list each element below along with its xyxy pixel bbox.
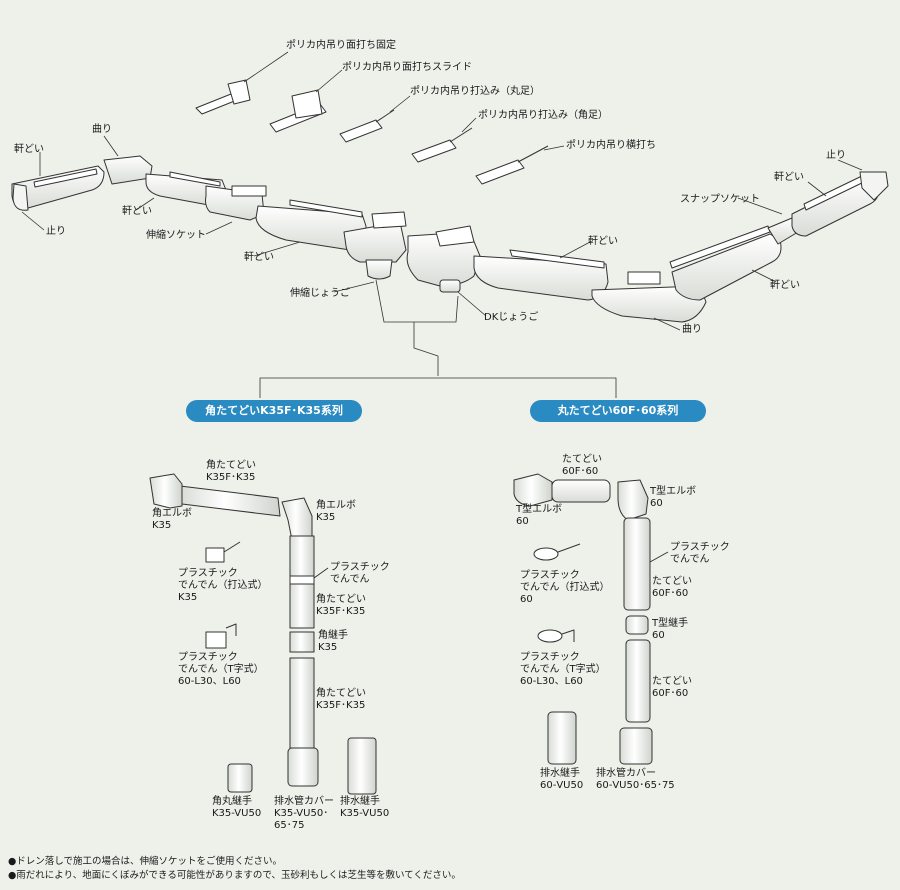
- label-square-round-joint: 角丸継手 K35-VU50: [212, 796, 262, 819]
- expansion-outlet: [343, 211, 407, 280]
- round-clamp-drive: [533, 543, 581, 561]
- label-square-pipe-low: 角たてどい K35F･K35: [316, 688, 366, 711]
- label-round-clamp-t: プラスチック でんでん（T字式） 60-L30、L60: [520, 652, 606, 687]
- label-square-pipe-top: 角たてどい K35F･K35: [206, 460, 256, 483]
- label-hanger-square: ポリカ内吊り打込み（角足）: [478, 110, 608, 121]
- label-square-joint: 角継手 K35: [318, 630, 348, 653]
- label-square-elbow-left: 角エルボ K35: [152, 508, 192, 531]
- label-round-clamp-plastic: プラスチック でんでん: [670, 542, 730, 565]
- hanger-fixed: [195, 79, 251, 115]
- series-badge-square: 角たてどいK35F･K35系列: [186, 400, 362, 422]
- label-square-clamp-t: プラスチック でんでん（T字式） 60-L30、L60: [178, 652, 264, 687]
- label-bend-left: 曲り: [92, 124, 112, 135]
- square-round-joint: [227, 763, 253, 793]
- round-elbow-right: [617, 479, 649, 521]
- dk-outlet: [406, 225, 481, 293]
- label-hanger-round: ポリカ内吊り打込み（丸足）: [410, 86, 540, 97]
- square-elbow-right: [281, 497, 313, 541]
- square-pipe-top: [179, 485, 281, 517]
- label-hanger-slide: ポリカ内吊り面打ちスライド: [342, 62, 472, 73]
- label-round-drain-cover: 排水管カバー 60-VU50･65･75: [596, 768, 675, 791]
- label-round-clamp-drive: プラスチック でんでん（打込式） 60: [520, 570, 610, 605]
- square-pipe-mid: [289, 535, 315, 629]
- label-square-clamp-drive: プラスチック でんでん（打込式） K35: [178, 568, 268, 603]
- round-drain-cover: [619, 727, 653, 765]
- label-square-clamp-plastic: プラスチック でんでん: [330, 562, 390, 585]
- square-elbow-left: [149, 473, 183, 509]
- label-square-elbow-right: 角エルボ K35: [316, 500, 356, 523]
- label-square-pipe-mid: 角たてどい K35F･K35: [316, 594, 366, 617]
- square-clamp-drive: [205, 541, 241, 563]
- label-snap-socket: スナップソケット: [680, 194, 760, 205]
- gutter-section-center-left: [255, 199, 367, 251]
- label-bend-right: 曲り: [682, 324, 702, 335]
- label-round-joint: T型継手 60: [652, 618, 689, 641]
- square-drain-joint: [347, 737, 377, 795]
- hanger-side-nail: [475, 145, 549, 185]
- round-elbow-left: [513, 473, 553, 507]
- round-drain-joint: [547, 711, 577, 765]
- label-round-elbow-left: T型エルボ 60: [516, 504, 563, 527]
- label-expansion-socket: 伸縮ソケット: [146, 230, 206, 241]
- square-clamp-t: [205, 623, 237, 649]
- square-clamp-plastic: [313, 567, 329, 579]
- label-gutter-far-left: 軒どい: [14, 144, 44, 155]
- label-round-pipe-top: たてどい 60F･60: [562, 454, 602, 477]
- label-expansion-outlet: 伸縮じょうご: [290, 288, 350, 299]
- stop-end-left: [12, 183, 29, 211]
- series-badge-round: 丸たてどい60F･60系列: [530, 400, 706, 422]
- label-square-drain-cover: 排水管カバー K35-VU50･ 65･75: [274, 796, 334, 831]
- round-clamp-plastic: [649, 551, 669, 563]
- note-ground-dent: ●雨だれにより、地面にくぼみができる可能性がありますので、玉砂利もしくは芝生等を…: [8, 870, 461, 881]
- label-gutter-center-right: 軒どい: [588, 236, 618, 247]
- label-gutter-center-left: 軒どい: [244, 252, 274, 263]
- gutter-section-center-right: [473, 249, 609, 301]
- label-stop-left: 止り: [46, 226, 66, 237]
- label-square-drain-joint: 排水継手 K35-VU50: [340, 796, 390, 819]
- label-round-drain-joint: 排水継手 60-VU50: [540, 768, 584, 791]
- square-drain-cover: [287, 747, 319, 787]
- label-hanger-fixed: ポリカ内吊り面打ち固定: [286, 40, 396, 51]
- label-round-pipe-low: たてどい 60F･60: [652, 676, 692, 699]
- label-dk-outlet: DKじょうご: [484, 312, 539, 323]
- square-pipe-low: [289, 657, 315, 749]
- label-round-pipe-mid: たてどい 60F･60: [652, 576, 692, 599]
- label-gutter-right-upper: 軒どい: [774, 172, 804, 183]
- label-hanger-side: ポリカ内吊り横打ち: [566, 140, 656, 151]
- round-pipe-mid: [623, 517, 651, 611]
- bend-left: [103, 155, 153, 185]
- round-joint: [625, 615, 649, 635]
- label-round-elbow-right: T型エルボ 60: [650, 486, 697, 509]
- hanger-square-leg: [411, 127, 473, 163]
- stop-end-right: [859, 171, 889, 201]
- gutter-section-right-lower: [669, 225, 782, 301]
- label-gutter-left: 軒どい: [122, 206, 152, 217]
- label-gutter-right-lower: 軒どい: [770, 280, 800, 291]
- round-pipe-low: [625, 639, 651, 723]
- label-stop-right: 止り: [826, 150, 846, 161]
- round-clamp-t: [537, 629, 575, 643]
- square-joint: [289, 631, 315, 653]
- note-expansion-socket: ●ドレン落しで施工の場合は、伸縮ソケットをご使用ください。: [8, 856, 283, 867]
- hanger-slide: [269, 89, 327, 133]
- round-pipe-top: [551, 479, 611, 503]
- bend-right: [591, 271, 707, 323]
- hanger-round-leg: [339, 109, 395, 143]
